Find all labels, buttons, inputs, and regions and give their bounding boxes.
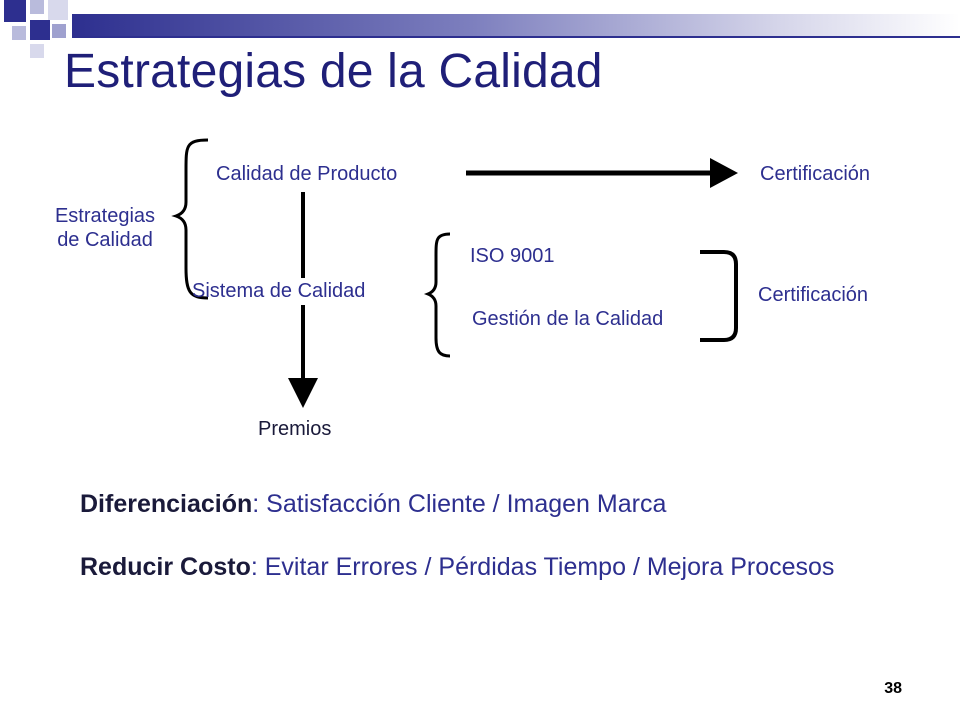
slide-title: Estrategias de la Calidad	[64, 45, 603, 98]
statement-cost-reduction-text: : Evitar Errores / Pérdidas Tiempo / Mej…	[250, 553, 835, 581]
statement-differentiation-text: : Satisfacción Cliente / Imagen Marca	[252, 490, 667, 518]
arrow-to-certification-head	[710, 158, 738, 188]
certification-top-label: Certificación	[760, 163, 871, 185]
header-square-2	[30, 0, 44, 14]
root-label: Estrategias de Calidad	[30, 204, 180, 252]
header-square-4	[12, 26, 26, 40]
arrow-to-awards-head	[288, 378, 318, 408]
header-square-1	[4, 0, 26, 22]
product-quality-label: Calidad de Producto	[216, 163, 398, 185]
header-square-7	[30, 44, 44, 58]
root-label-line2: de Calidad	[57, 229, 153, 251]
awards-label: Premios	[258, 418, 332, 440]
statement-differentiation-key: Diferenciación	[80, 490, 253, 518]
root-brace	[171, 138, 209, 300]
certification-bracket	[700, 250, 738, 342]
header-square-5	[30, 20, 50, 40]
header-gradient-bar	[72, 14, 960, 36]
header-rule	[72, 36, 960, 38]
page-number: 38	[884, 680, 902, 697]
iso-label: ISO 9001	[470, 245, 555, 267]
header-square-6	[52, 24, 66, 38]
statement-differentiation: Diferenciación: Satisfacción Cliente / I…	[80, 488, 900, 520]
statement-cost-reduction: Reducir Costo: Evitar Errores / Pérdidas…	[80, 551, 910, 583]
root-label-line1: Estrategias	[54, 205, 156, 227]
statement-cost-reduction-key: Reducir Costo	[80, 553, 251, 581]
header-square-3	[48, 0, 68, 20]
system-brace	[423, 232, 451, 358]
quality-management-label: Gestión de la Calidad	[472, 308, 664, 330]
certification-right-label: Certificación	[758, 284, 869, 306]
quality-system-label: Sistema de Calidad	[192, 280, 366, 302]
